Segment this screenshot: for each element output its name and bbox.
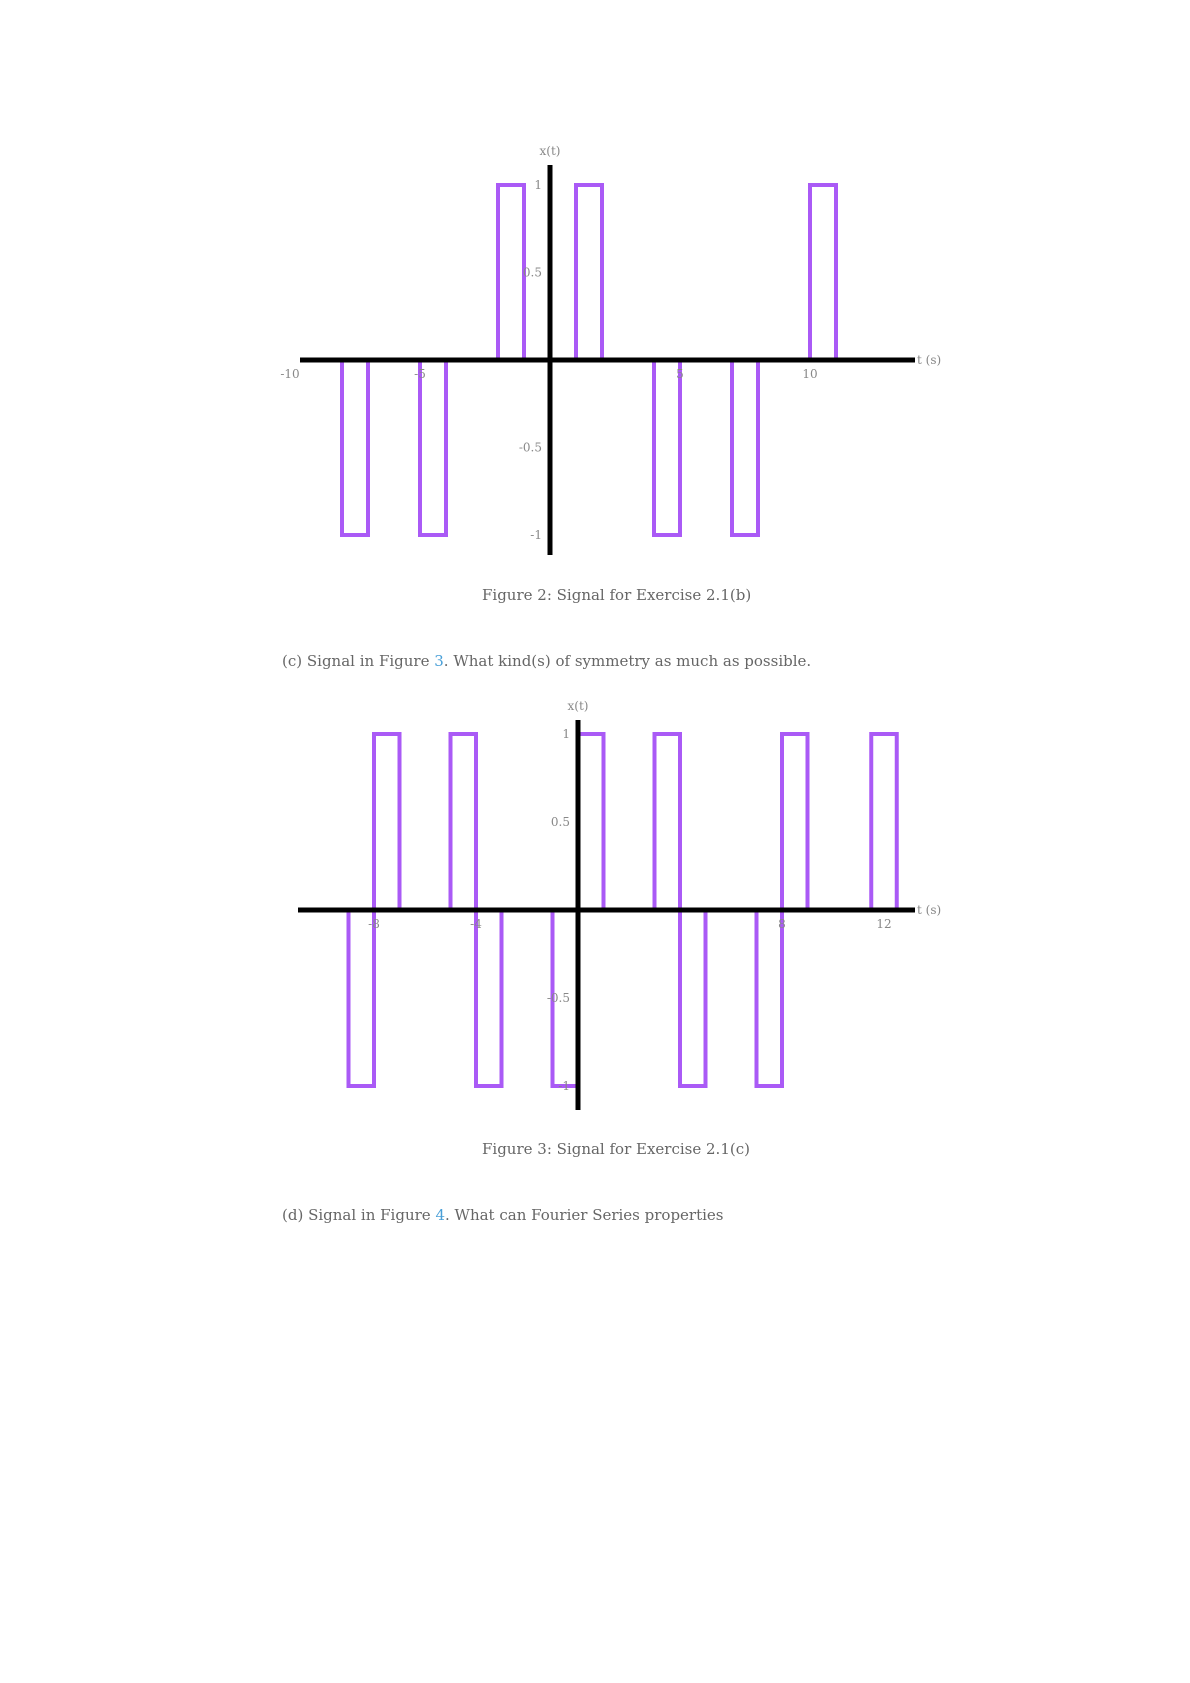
y-axis-label: x(t) xyxy=(540,144,561,158)
x-tick-label: -4 xyxy=(470,917,482,931)
item-text: (d) Signal in Figure xyxy=(282,1206,431,1224)
exercise-item-d: (d) Signal in Figure 4. What can Fourier… xyxy=(282,1206,724,1224)
signal-pulse xyxy=(448,732,478,910)
x-tick-label: 10 xyxy=(802,367,817,381)
y-tick-label: 0.5 xyxy=(523,266,542,280)
signal-pulse xyxy=(346,910,376,1088)
signal-pulse xyxy=(418,360,448,537)
figure-link[interactable]: 4 xyxy=(435,1206,445,1224)
signal-pulse xyxy=(869,732,899,910)
x-tick-label: -10 xyxy=(280,367,299,381)
figure-link[interactable]: 3 xyxy=(434,652,444,670)
x-axis-label: t (s) xyxy=(917,903,941,917)
x-axis-label: t (s) xyxy=(917,353,941,367)
y-tick-label: -1 xyxy=(558,1079,570,1093)
signal-pulse xyxy=(474,910,504,1088)
y-tick-label: 1 xyxy=(534,178,542,192)
exercise-item-c: (c) Signal in Figure 3. What kind(s) of … xyxy=(282,652,811,670)
signal-pulse xyxy=(652,360,682,537)
signal-pulse xyxy=(340,360,370,537)
y-tick-label: 1 xyxy=(562,727,570,741)
signal-pulse xyxy=(496,183,526,360)
signal-pulse xyxy=(652,732,682,910)
figure-2-caption: Figure 2: Signal for Exercise 2.1(b) xyxy=(482,586,752,604)
y-axis-label: x(t) xyxy=(568,699,589,713)
x-tick-label: 5 xyxy=(676,367,684,381)
signal-pulse xyxy=(808,183,838,360)
signal-pulse xyxy=(730,360,760,537)
x-tick-label: -8 xyxy=(368,917,380,931)
signal-pulse xyxy=(372,732,402,910)
signal-pulse xyxy=(780,732,810,910)
signal-pulse xyxy=(678,910,708,1088)
item-text: (c) Signal in Figure xyxy=(282,652,430,670)
signal-pulse xyxy=(576,732,606,910)
y-tick-label: -1 xyxy=(530,528,542,542)
signal-pulse xyxy=(574,183,604,360)
x-tick-label: 12 xyxy=(876,917,891,931)
y-tick-label: -0.5 xyxy=(547,991,570,1005)
item-text: . What kind(s) of symmetry as much as po… xyxy=(443,652,812,670)
y-tick-label: 0.5 xyxy=(551,815,570,829)
figure-3-caption: Figure 3: Signal for Exercise 2.1(c) xyxy=(482,1140,750,1158)
x-tick-label: -5 xyxy=(414,367,426,381)
x-tick-label: 8 xyxy=(778,917,786,931)
y-tick-label: -0.5 xyxy=(519,441,542,455)
item-text: . What can Fourier Series properties xyxy=(445,1206,724,1224)
signal-pulse xyxy=(754,910,784,1088)
